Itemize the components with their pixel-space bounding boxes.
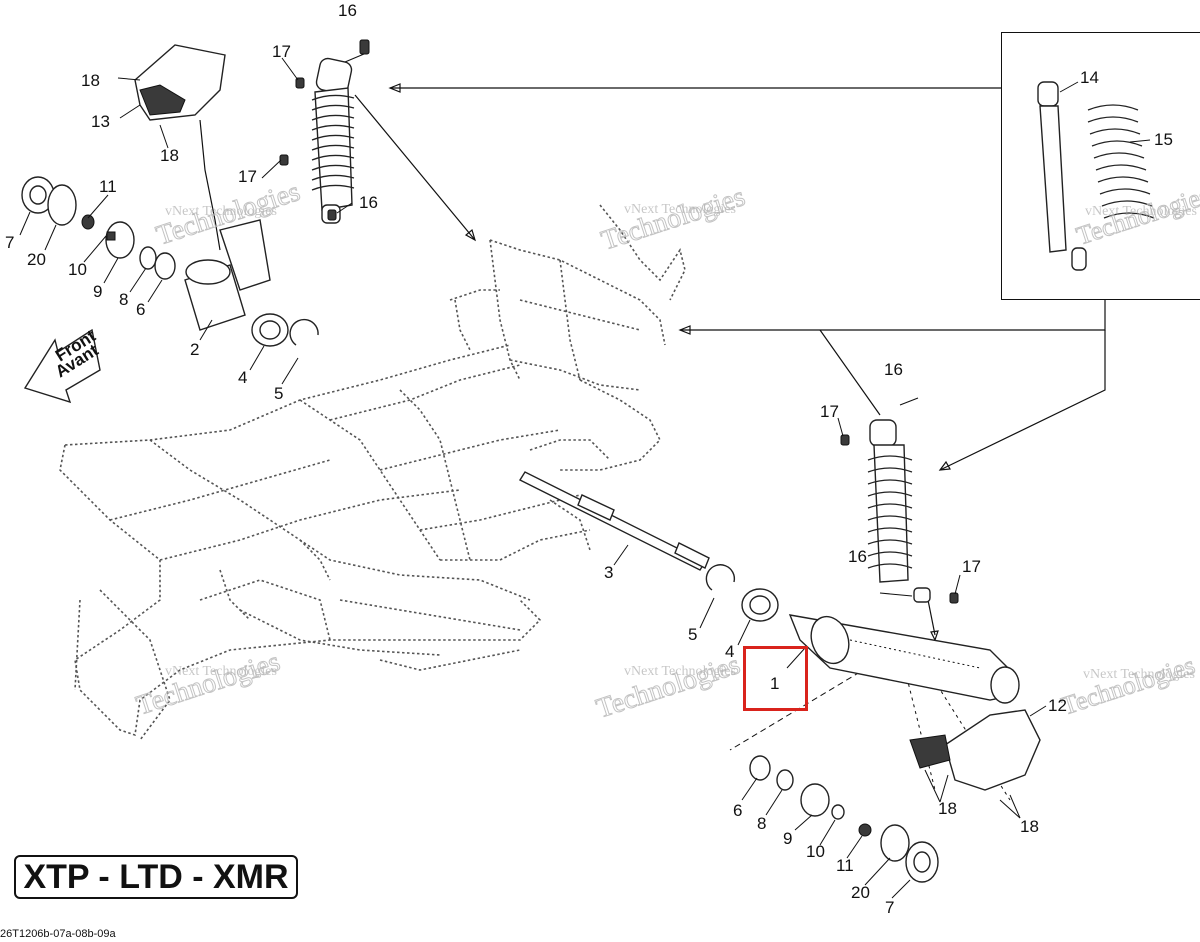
callout-number: 10 (806, 842, 825, 861)
callout-number: 15 (1154, 130, 1173, 149)
callout-number: 3 (604, 563, 613, 582)
callout-number: 2 (190, 340, 199, 359)
callout-number: 17 (238, 167, 257, 186)
inset-detail-box (1001, 32, 1200, 300)
diagram-reference-code: 26T1206b-07a-08b-09a (0, 928, 116, 940)
callout-number: 13 (91, 112, 110, 131)
swing-arm (788, 614, 1020, 704)
callout-number: 1 (770, 674, 779, 693)
watermark-text: vNext Technologies (1085, 204, 1197, 219)
watermark-text: vNext Technologies (1083, 667, 1195, 682)
watermark-text-large: Technologies (593, 649, 744, 724)
callout-number: 18 (1020, 817, 1039, 836)
callout-number: 18 (938, 799, 957, 818)
drive-shaft (518, 471, 779, 622)
callout-number: 17 (272, 42, 291, 61)
callout-number: 20 (851, 883, 870, 902)
callout-number: 10 (68, 260, 87, 279)
guard-part-13 (117, 44, 226, 121)
callout-number: 18 (81, 71, 100, 90)
callout-number: 8 (119, 290, 128, 309)
watermark-text-large: Technologies (1058, 650, 1198, 720)
callout-number: 4 (238, 368, 247, 387)
watermark-text-large: Technologies (598, 181, 749, 256)
callout-number: 5 (688, 625, 697, 644)
callout-number: 17 (820, 402, 839, 421)
front-arrow: Front Avant (23, 326, 102, 404)
callout-number: 18 (160, 146, 179, 165)
callout-number: 11 (99, 177, 117, 196)
callout-number: 4 (725, 642, 734, 661)
callout-number: 9 (93, 282, 102, 301)
callout-number: 11 (836, 856, 854, 875)
callout-number: 16 (359, 193, 378, 212)
callout-number: 17 (962, 557, 981, 576)
shock-absorber-top (279, 39, 370, 224)
leader-lines (19, 57, 1047, 899)
callout-number: 7 (885, 898, 894, 917)
callout-number: 6 (136, 300, 145, 319)
model-label: XTP - LTD - XMR (14, 855, 298, 899)
watermark-text: vNext Technologies (165, 204, 277, 219)
callout-number: 14 (1080, 68, 1099, 87)
callout-number: 20 (27, 250, 46, 269)
callout-number: 12 (1048, 696, 1067, 715)
chassis-frame (59, 204, 686, 741)
left-hub-parts (21, 176, 319, 347)
watermark-text: vNext Technologies (165, 664, 277, 679)
watermark-text: vNext Technologies (624, 202, 736, 217)
callout-number: 16 (848, 547, 867, 566)
watermark-text: vNext Technologies (624, 664, 736, 679)
highlighted-part-box (743, 646, 808, 711)
callout-number: 9 (783, 829, 792, 848)
right-hub-parts (749, 755, 939, 883)
callout-number: 6 (733, 801, 742, 820)
callout-number: 5 (274, 384, 283, 403)
callout-number: 16 (338, 1, 357, 20)
callout-number: 16 (884, 360, 903, 379)
callout-number: 7 (5, 233, 14, 252)
watermark-text-large: Technologies (133, 646, 284, 721)
callout-labels: 16 17 18 13 18 11 17 16 7 20 10 9 8 6 2 … (5, 1, 1173, 917)
guard-part-12 (909, 709, 1041, 791)
shock-absorber-right (840, 397, 959, 604)
inset-shock-spring (1037, 81, 1155, 271)
callout-number: 8 (757, 814, 766, 833)
